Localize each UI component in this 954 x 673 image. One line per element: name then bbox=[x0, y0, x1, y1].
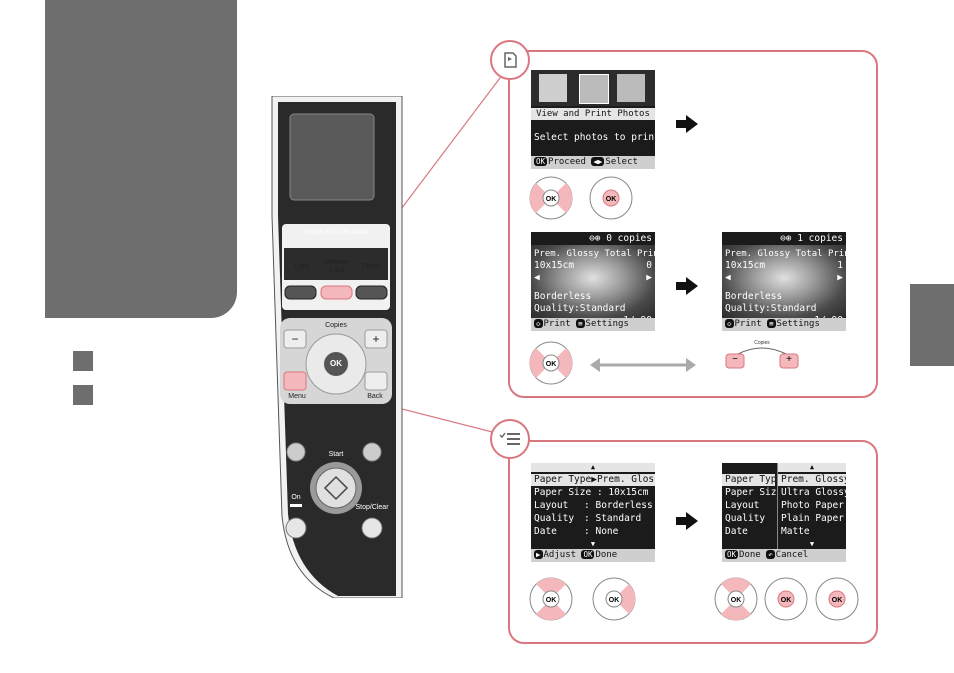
menu-badge bbox=[490, 419, 530, 459]
stop-clear-label: Stop/Clear bbox=[355, 504, 389, 511]
copies-zero-screen: ⊖⊕ 0 copies Prem. Glossy Total Print(s) … bbox=[531, 232, 655, 331]
settings-row-paper-size: Paper Size : 10x15cm bbox=[534, 487, 649, 498]
copies-count: ⊖⊕ 0 copies bbox=[589, 233, 652, 244]
settings-row-quality: Quality: Standard bbox=[534, 513, 642, 524]
option-photo-paper[interactable]: Photo Paper bbox=[781, 500, 844, 511]
view-print-photos-screen: View and Print Photos Select photos to p… bbox=[531, 70, 655, 169]
menu-button[interactable] bbox=[284, 372, 306, 390]
screen-message: Select photos to print. bbox=[534, 132, 655, 143]
power-button[interactable] bbox=[286, 518, 306, 538]
section-header-block bbox=[45, 0, 237, 318]
svg-text:OK: OK bbox=[832, 597, 843, 604]
memory-card-icon bbox=[504, 52, 517, 68]
next-arrow bbox=[676, 277, 698, 295]
copy-mode-label: Copy bbox=[293, 263, 311, 270]
settings-key-paper-type: Paper Type bbox=[722, 474, 775, 486]
dpad-up-down-highlight: OK bbox=[714, 577, 758, 621]
screen-footer: ◇Print ≡Settings bbox=[722, 318, 846, 331]
svg-text:OK: OK bbox=[731, 597, 742, 604]
start-label: Start bbox=[328, 451, 344, 458]
option-matte[interactable]: Matte bbox=[781, 526, 810, 537]
chapter-tab bbox=[910, 284, 954, 366]
copy-mode-button[interactable] bbox=[285, 286, 316, 299]
dpad-up-down-highlight: OK bbox=[529, 577, 573, 621]
settings-row-date: Date: None bbox=[534, 526, 619, 537]
next-arrow bbox=[676, 115, 698, 133]
svg-text:OK: OK bbox=[546, 597, 557, 604]
back-button[interactable] bbox=[365, 372, 387, 390]
menu-list-icon bbox=[499, 432, 520, 445]
option-ultra-glossy[interactable]: Ultra Glossy bbox=[781, 487, 846, 498]
option-plain-paper[interactable]: Plain Paper bbox=[781, 513, 844, 524]
svg-text:OK: OK bbox=[606, 196, 617, 203]
start-button[interactable] bbox=[316, 468, 356, 508]
svg-text:OK: OK bbox=[609, 597, 620, 604]
back-label: Back bbox=[367, 393, 383, 400]
copies-minus-button[interactable]: − bbox=[291, 332, 299, 346]
paper-total: Prem. Glossy Total Print(s) bbox=[534, 249, 655, 259]
copies-plus-button[interactable]: + bbox=[786, 354, 792, 365]
paper-type-options-screen: Paper Type Paper Size Layout Quality Dat… bbox=[722, 463, 846, 562]
screen-title: View and Print Photos bbox=[531, 108, 655, 120]
stop-clear-button[interactable] bbox=[362, 518, 382, 538]
dpad-left-right-highlight: OK bbox=[529, 341, 573, 385]
ok-button[interactable]: OK bbox=[330, 359, 342, 368]
printer-control-panel: EPSON STYLUS SX400 Copy Memory Card Phot… bbox=[268, 96, 406, 598]
copies-count: ⊖⊕ 1 copies bbox=[780, 233, 843, 244]
print-settings-screen: ▲ Paper Type▶Prem. Glossy Paper Size : 1… bbox=[531, 463, 655, 562]
on-label: On bbox=[291, 494, 301, 501]
copies-minus-button[interactable]: − bbox=[732, 354, 738, 365]
step-2-marker bbox=[73, 385, 93, 405]
dpad-ok-highlight: OK bbox=[589, 176, 633, 220]
svg-text:OK: OK bbox=[781, 597, 792, 604]
copies-label: Copies bbox=[754, 340, 770, 346]
copies-label: Copies bbox=[325, 322, 347, 329]
paper-type-dropdown: ▲ Prem. Glossy Ultra Glossy Photo Paper … bbox=[777, 463, 846, 549]
next-arrow bbox=[676, 512, 698, 530]
layout-value: Borderless bbox=[725, 291, 783, 302]
memory-card-mode-button[interactable] bbox=[321, 286, 352, 299]
settings-row-layout: Layout: Borderless bbox=[534, 500, 653, 511]
dpad-right-highlight: OK bbox=[592, 577, 636, 621]
paper-total: Prem. Glossy Total Print(s) bbox=[725, 249, 846, 259]
copies-plus-button[interactable]: + bbox=[372, 332, 380, 346]
svg-text:OK: OK bbox=[546, 361, 557, 368]
mode-icons-strip bbox=[531, 70, 655, 106]
photo-nav-arrows: ◀▶ bbox=[534, 272, 652, 283]
dpad-ok-highlight: OK bbox=[764, 577, 808, 621]
layout-value: Borderless bbox=[534, 291, 592, 302]
settings-key-layout: Layout bbox=[725, 500, 760, 511]
dpad-ok-highlight: OK bbox=[815, 577, 859, 621]
copies-buttons-illustration: Copies − + bbox=[722, 340, 802, 370]
settings-key-paper-size: Paper Size bbox=[725, 487, 777, 498]
copies-one-screen: ⊖⊕ 1 copies Prem. Glossy Total Print(s) … bbox=[722, 232, 846, 331]
settings-key-date: Date bbox=[725, 526, 748, 537]
memory-card-badge bbox=[490, 40, 530, 80]
settings-row-paper-type: Paper Type▶Prem. Glossy bbox=[531, 474, 655, 486]
menu-label: Menu bbox=[288, 393, 306, 400]
double-arrow bbox=[590, 358, 696, 372]
settings-key-quality: Quality bbox=[725, 513, 766, 524]
photo-nav-arrows: ◀▶ bbox=[725, 272, 843, 283]
svg-text:OK: OK bbox=[546, 196, 557, 203]
photo-mode-label: Photo bbox=[361, 263, 381, 270]
photo-mode-button[interactable] bbox=[356, 286, 387, 299]
device-model-label: EPSON STYLUS SX400 bbox=[303, 230, 369, 236]
step-1-marker bbox=[73, 351, 93, 371]
option-prem-glossy[interactable]: Prem. Glossy bbox=[778, 474, 846, 486]
memory-card-mode-label: Memory Card bbox=[324, 259, 350, 274]
dpad-left-right-highlight: OK bbox=[529, 176, 573, 220]
screen-footer: ◇Print ≡Settings bbox=[531, 318, 655, 331]
